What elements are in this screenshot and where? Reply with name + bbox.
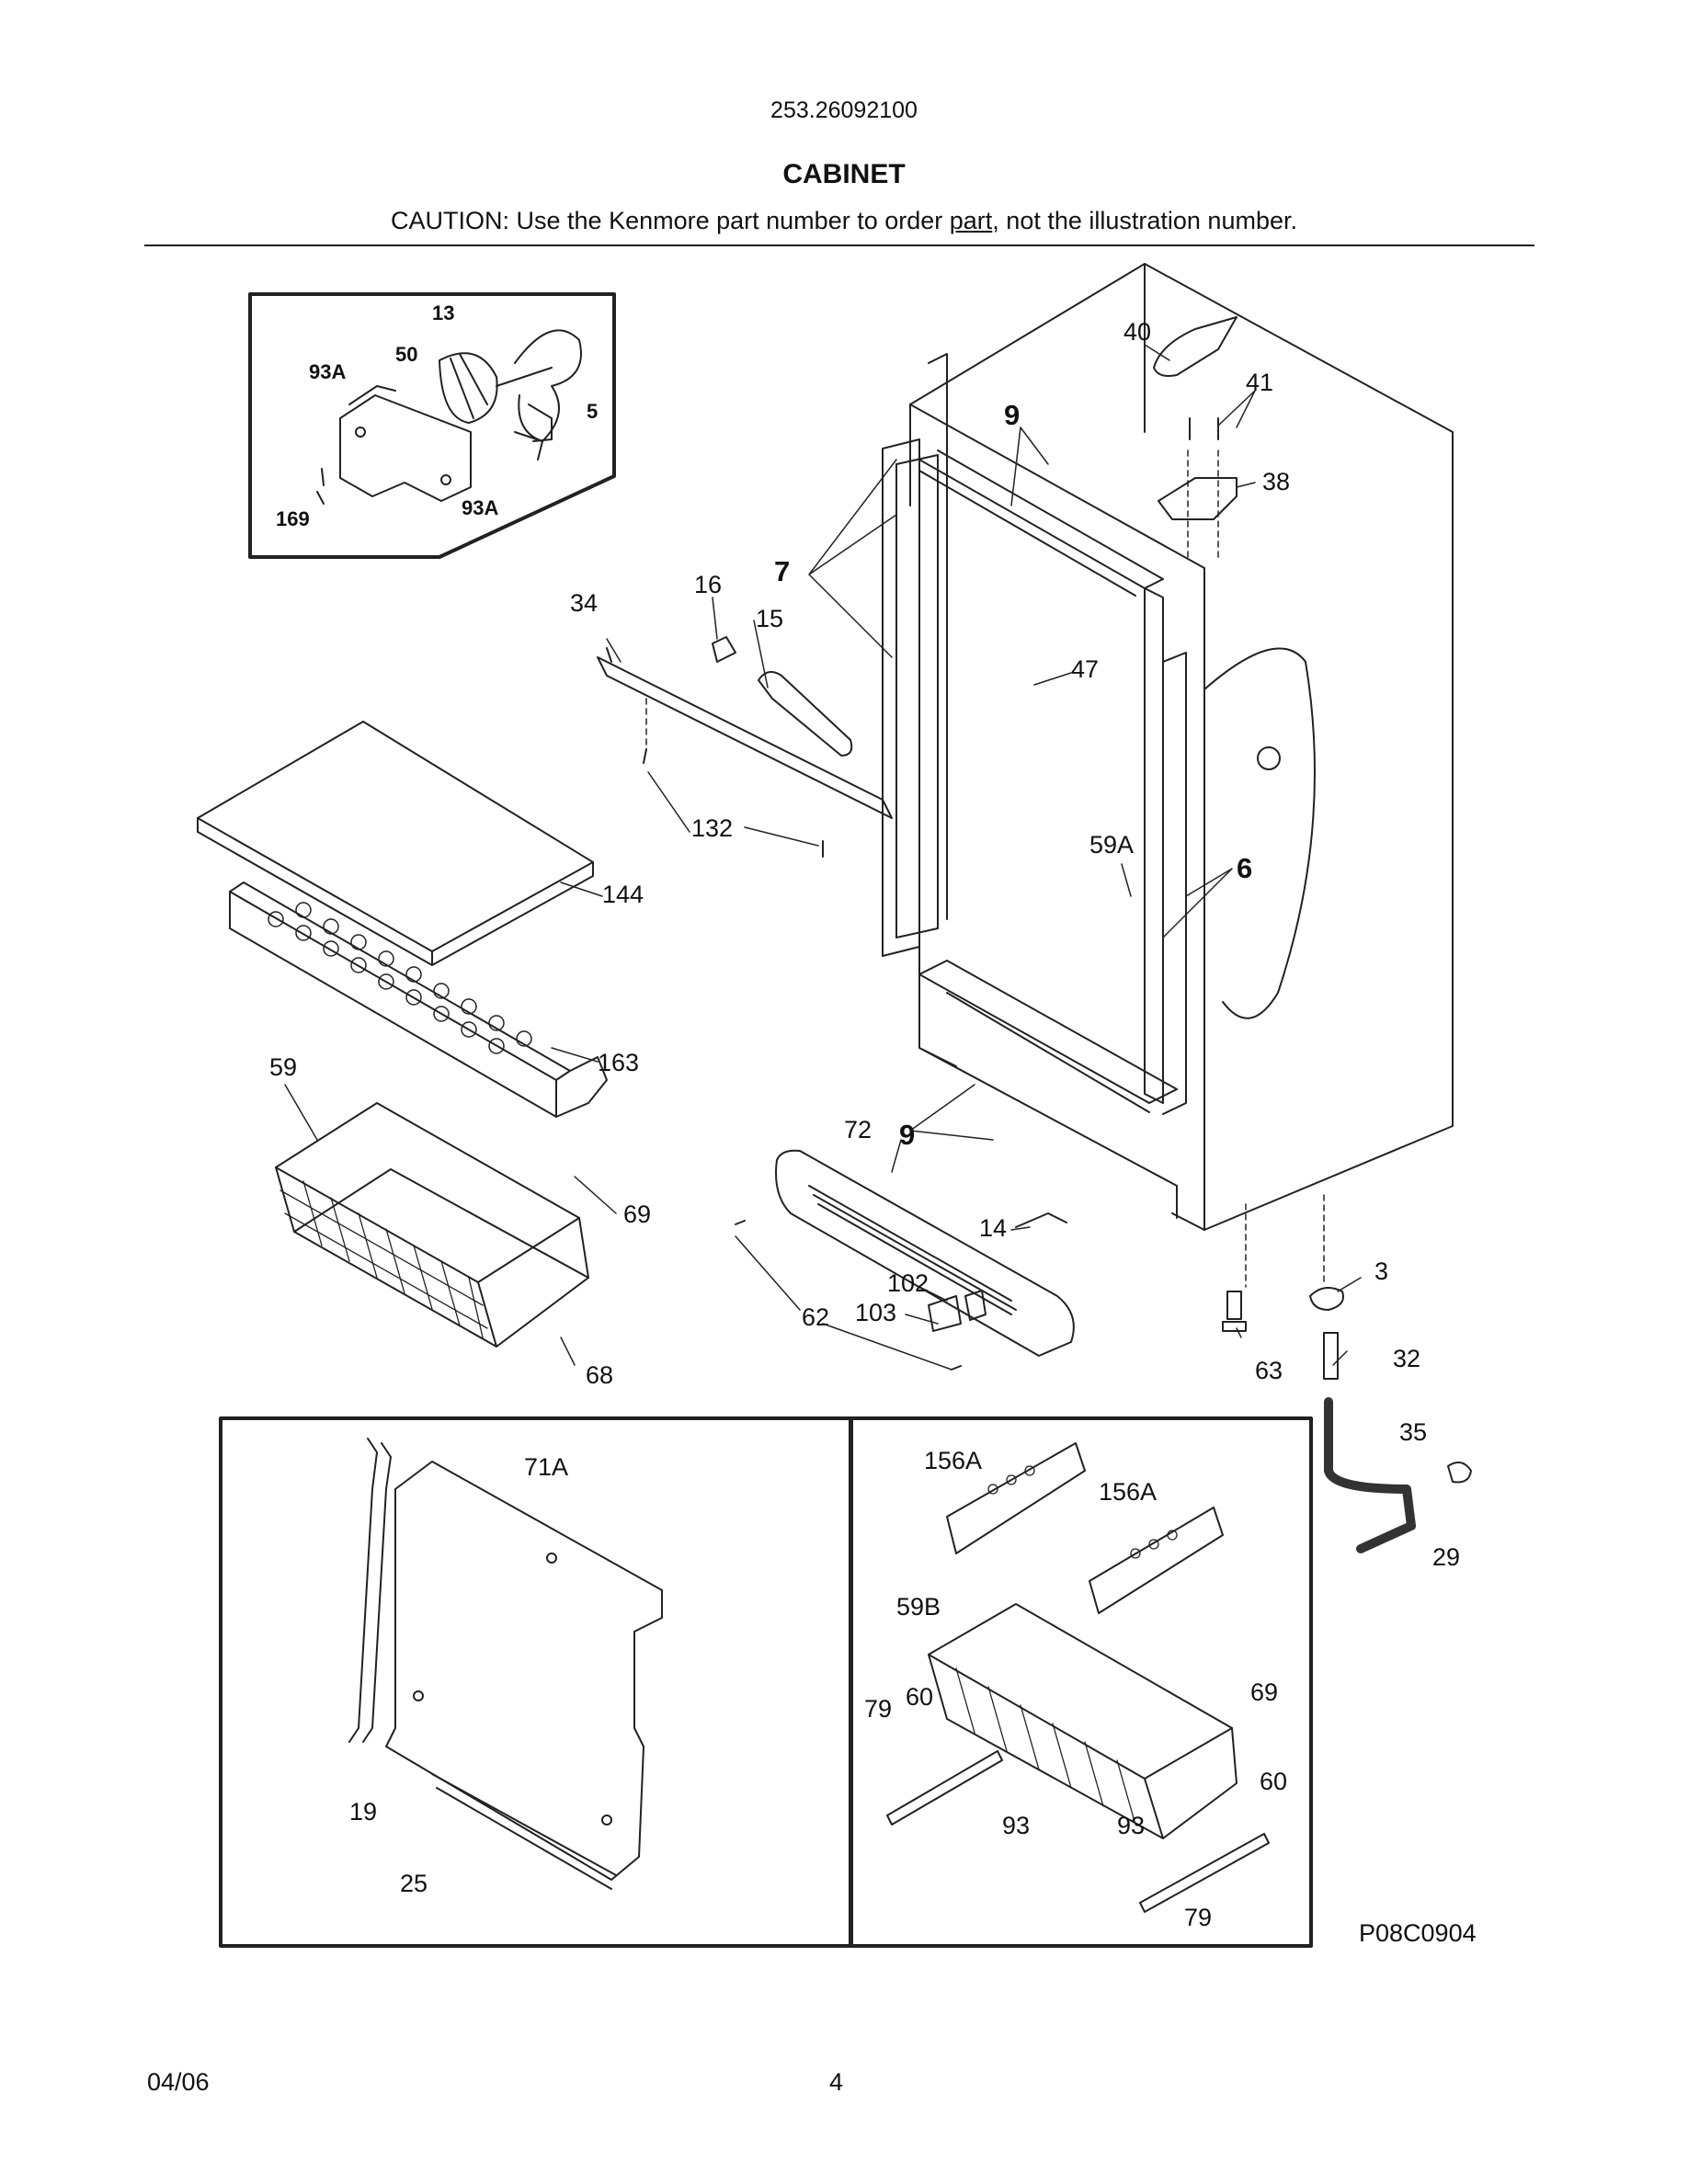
callout-59: 59 [269,1053,297,1081]
section-title: CABINET [782,159,906,189]
callout-5: 5 [587,400,598,423]
callout-35: 35 [1399,1418,1427,1446]
toe-grille [735,1149,1075,1371]
callout-60-left: 60 [906,1683,933,1711]
callout-62: 62 [802,1303,829,1331]
callout-60-right: 60 [1260,1768,1287,1795]
callout-9-top: 9 [1004,399,1020,431]
callout-93a-bottom: 93A [462,496,498,519]
callout-102: 102 [887,1269,929,1297]
callout-68: 68 [586,1361,613,1389]
footer-date: 04/06 [147,2068,210,2096]
cabinet-body [909,263,1454,1231]
callout-47: 47 [1071,655,1099,683]
callout-79-top: 79 [864,1695,892,1723]
callout-156a-right: 156A [1099,1478,1157,1506]
callout-34: 34 [570,589,598,617]
callout-69-inset: 69 [1250,1678,1278,1706]
callout-59a: 59A [1089,831,1134,859]
callout-71a: 71A [524,1453,568,1481]
callout-63: 63 [1255,1357,1283,1384]
model-number: 253.26092100 [770,97,918,123]
callout-7: 7 [774,555,790,587]
callout-79-bottom: 79 [1184,1904,1212,1931]
top-hinge-parts [1153,316,1237,562]
callout-9-bottom: 9 [899,1119,915,1151]
callout-163: 163 [598,1049,639,1076]
leader-lines [284,344,1362,1371]
callout-3: 3 [1374,1257,1388,1285]
shelf-assembly [197,721,608,1118]
callout-103: 103 [855,1299,896,1326]
light-and-strip-parts [597,636,893,858]
callout-13: 13 [432,301,454,324]
door-gasket-frame [882,353,1187,1115]
header-rule [144,245,1534,246]
caution-text-end: , not the illustration number. [992,207,1297,234]
caution-note: CAUTION: Use the Kenmore part number to … [0,207,1688,235]
callout-93-left: 93 [1002,1812,1030,1839]
callout-38: 38 [1262,468,1290,495]
callout-72: 72 [844,1116,872,1143]
footer-page-number: 4 [829,2068,844,2096]
callout-169: 169 [276,507,310,530]
callout-156a-left: 156A [924,1447,982,1474]
callout-15: 15 [756,605,783,632]
callout-25: 25 [400,1870,428,1897]
callout-19: 19 [349,1798,377,1826]
callout-29: 29 [1432,1543,1460,1571]
callout-40: 40 [1123,318,1151,346]
callout-50: 50 [395,343,417,366]
callout-6: 6 [1237,852,1252,884]
caution-text-underlined: part [949,207,993,234]
callout-41: 41 [1246,369,1273,396]
callout-16: 16 [694,571,722,598]
basket-59 [275,1102,589,1348]
callout-144: 144 [602,881,644,908]
callout-14: 14 [979,1214,1007,1242]
callout-32: 32 [1393,1345,1420,1372]
rear-panel-inset [219,1416,852,1948]
callout-59b: 59B [896,1593,941,1621]
callout-93-right: 93 [1117,1812,1145,1839]
caution-text-start: CAUTION: Use the Kenmore part number to … [391,207,950,234]
callout-93a-top: 93A [309,360,346,383]
basket-59b-inset [850,1416,1313,1948]
fan-motor-inset [248,292,616,559]
leg-and-handle-parts [1222,1194,1472,1553]
drawing-code: P08C0904 [1359,1919,1477,1947]
callout-69: 69 [623,1200,651,1228]
callout-132: 132 [691,814,733,842]
